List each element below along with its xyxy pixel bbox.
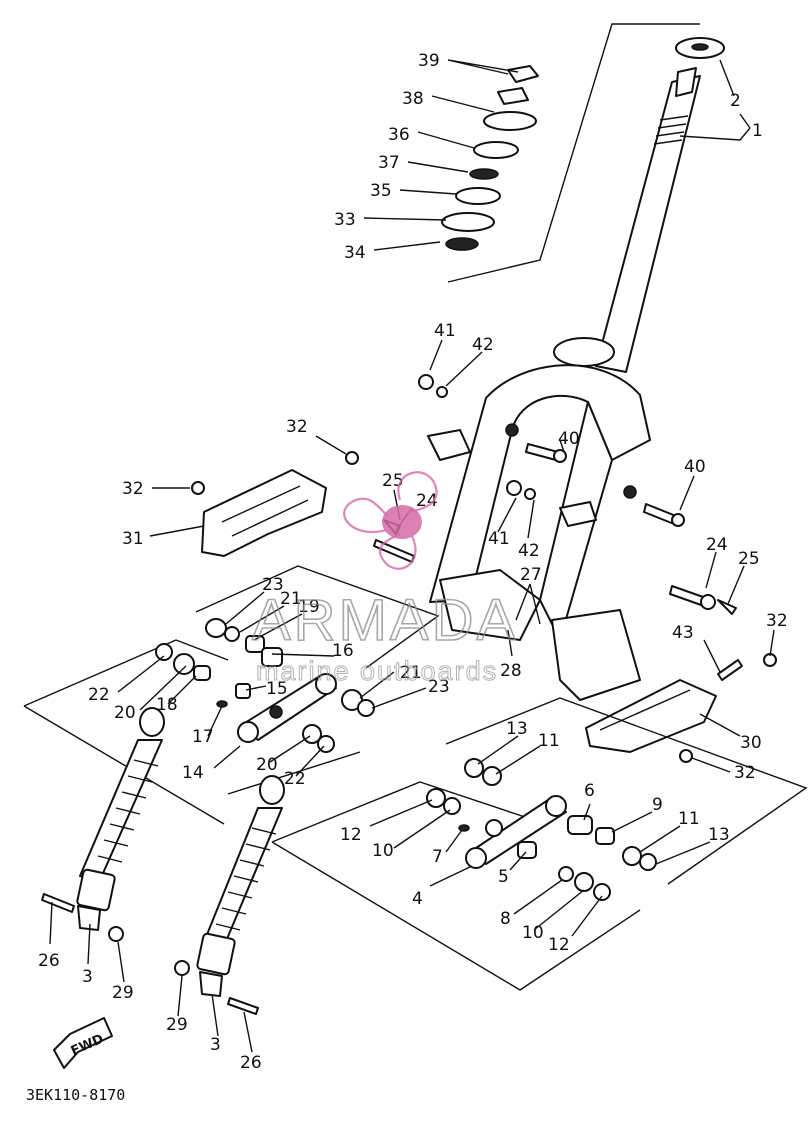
bushings-washers[interactable] <box>155 618 657 901</box>
callout-12b: 12 <box>548 935 570 955</box>
callout-42b: 42 <box>518 541 540 561</box>
callout-28: 28 <box>500 661 522 681</box>
callout-8: 8 <box>500 909 511 929</box>
callout-21a: 21 <box>280 589 302 609</box>
callout-29b: 29 <box>166 1015 188 1035</box>
callout-13a: 13 <box>506 719 528 739</box>
callout-32a: 32 <box>286 417 308 437</box>
callout-40a: 40 <box>558 429 580 449</box>
callout-32b: 32 <box>122 479 144 499</box>
callout-41b: 41 <box>488 529 510 549</box>
link-arm-part[interactable] <box>237 673 337 743</box>
callout-1: 1 <box>752 121 763 141</box>
watermark-subtitle: marine outboards <box>256 656 498 686</box>
callout-11b: 11 <box>678 809 700 829</box>
callout-5: 5 <box>498 867 509 887</box>
callout-41a: 41 <box>434 321 456 341</box>
callout-9: 9 <box>652 795 663 815</box>
callout-29a: 29 <box>112 983 134 1003</box>
callout-43: 43 <box>672 623 694 643</box>
front-fork-part[interactable] <box>427 364 651 701</box>
callout-26b: 26 <box>240 1053 262 1073</box>
callout-19: 19 <box>298 597 320 617</box>
armada-propeller-logo <box>343 471 438 570</box>
callout-14: 14 <box>182 763 204 783</box>
callout-42a: 42 <box>472 335 494 355</box>
callout-33: 33 <box>334 210 356 230</box>
callout-10b: 10 <box>522 923 544 943</box>
callout-37: 37 <box>378 153 400 173</box>
callout-2: 2 <box>730 91 741 111</box>
callout-20a: 20 <box>114 703 136 723</box>
callout-11a: 11 <box>538 731 560 751</box>
callout-25b: 25 <box>738 549 760 569</box>
callout-26a: 26 <box>38 951 60 971</box>
callout-18: 18 <box>156 695 178 715</box>
callout-3b: 3 <box>210 1035 221 1055</box>
left-cover-part[interactable] <box>201 469 327 557</box>
fwd-arrow: FWD <box>53 1017 113 1069</box>
shock-absorber-left[interactable] <box>76 707 165 931</box>
bearing-stack[interactable] <box>441 23 700 283</box>
shock-absorber-right[interactable] <box>196 775 285 997</box>
callout-20b: 20 <box>256 755 278 775</box>
armada-watermark: ARMADA marine outboards <box>251 471 518 687</box>
callout-15: 15 <box>266 679 288 699</box>
callout-34: 34 <box>344 243 366 263</box>
callout-22a: 22 <box>88 685 110 705</box>
callout-16: 16 <box>332 641 354 661</box>
callout-22b: 22 <box>284 769 306 789</box>
link-assembly-box-lower <box>271 697 808 991</box>
link-assembly-box-upper <box>23 565 440 825</box>
callout-32c: 32 <box>766 611 788 631</box>
callout-35: 35 <box>370 181 392 201</box>
callout-6: 6 <box>584 781 595 801</box>
callout-24a: 24 <box>416 491 438 511</box>
callout-38: 38 <box>402 89 424 109</box>
callout-3a: 3 <box>82 967 93 987</box>
callout-24b: 24 <box>706 535 728 555</box>
callout-31: 31 <box>122 529 144 549</box>
callout-4: 4 <box>412 889 423 909</box>
callout-23b: 23 <box>428 677 450 697</box>
leader-lines <box>49 59 775 1053</box>
callout-17: 17 <box>192 727 214 747</box>
callout-39: 39 <box>418 51 440 71</box>
callout-13b: 13 <box>708 825 730 845</box>
callout-labels: 39 38 36 37 35 33 34 2 1 41 42 32 40 32 … <box>38 51 788 1073</box>
callout-36: 36 <box>388 125 410 145</box>
callout-32d: 32 <box>734 763 756 783</box>
watermark-title: ARMADA <box>252 588 518 653</box>
callout-10a: 10 <box>372 841 394 861</box>
callout-40b: 40 <box>684 457 706 477</box>
callout-23a: 23 <box>262 575 284 595</box>
callout-12a: 12 <box>340 825 362 845</box>
callout-30: 30 <box>740 733 762 753</box>
right-cover-part[interactable] <box>585 679 717 753</box>
drawing-code: 3EK110-8170 <box>26 1086 125 1104</box>
callout-27: 27 <box>520 565 542 585</box>
link-arm-lower-part[interactable] <box>465 795 567 869</box>
steering-column-part[interactable] <box>553 37 725 373</box>
callout-21b: 21 <box>400 663 422 683</box>
callout-7: 7 <box>432 847 443 867</box>
